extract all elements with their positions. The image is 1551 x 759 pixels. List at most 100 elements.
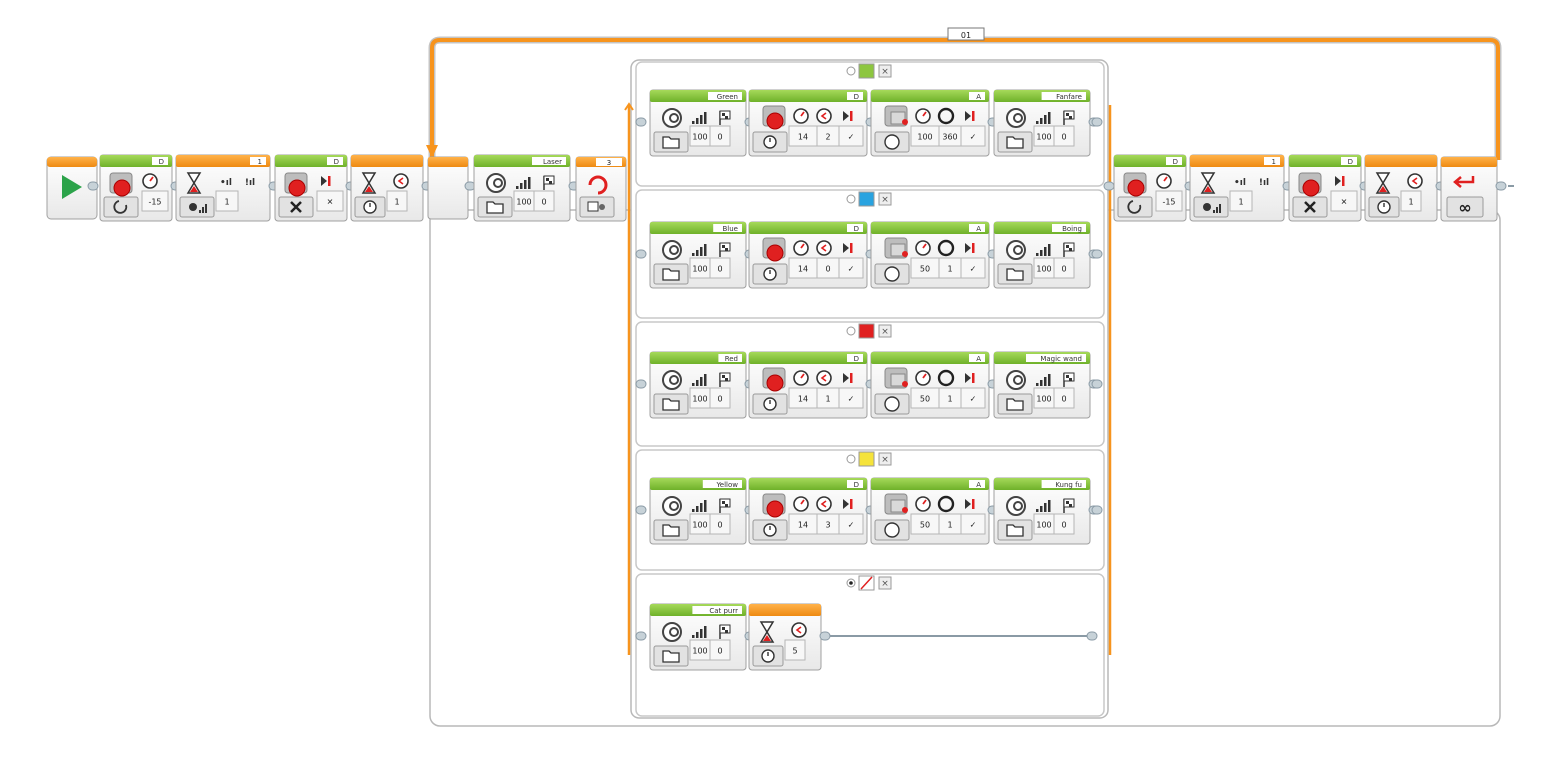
mode-selector-button[interactable] xyxy=(354,196,386,218)
parameter-value[interactable]: 1 xyxy=(215,190,239,212)
parameter-value[interactable]: ✓ xyxy=(960,125,986,147)
parameter-value[interactable]: ✓ xyxy=(838,387,864,409)
remove-case-button[interactable] xyxy=(878,324,892,338)
blue-swatch[interactable] xyxy=(858,191,875,207)
connector-plug[interactable] xyxy=(1091,505,1103,515)
medium-motor-block[interactable]: D-15 xyxy=(1113,154,1187,222)
parameter-value[interactable]: 360 xyxy=(938,125,962,147)
wait-sensor-block[interactable]: 1•ıl!ıl1 xyxy=(175,154,271,222)
mode-selector-button[interactable] xyxy=(179,196,215,218)
connector-plug[interactable] xyxy=(1091,117,1103,127)
mode-selector-button[interactable] xyxy=(752,131,788,153)
parameter-value[interactable]: 100 xyxy=(910,125,940,147)
parameter-value[interactable]: 0 xyxy=(1053,513,1075,535)
wait-block[interactable]: 5 xyxy=(748,603,822,671)
parameter-value[interactable]: 3 xyxy=(816,513,840,535)
connector-plug[interactable] xyxy=(635,379,647,389)
start-block[interactable] xyxy=(46,156,98,220)
connector-plug[interactable] xyxy=(1091,249,1103,259)
mode-selector-button[interactable] xyxy=(874,131,910,153)
medium-motor-block[interactable]: D✕ xyxy=(1288,154,1362,222)
mode-selector-button[interactable] xyxy=(278,196,314,218)
mode-selector-button[interactable] xyxy=(997,263,1033,285)
wait-block[interactable]: 1 xyxy=(1364,154,1438,222)
mode-selector-button[interactable] xyxy=(1117,196,1153,218)
mode-selector-button[interactable] xyxy=(752,393,788,415)
mode-selector-button[interactable] xyxy=(752,645,784,667)
parameter-value[interactable]: 1 xyxy=(386,190,408,212)
parameter-value[interactable]: 1 xyxy=(816,387,840,409)
play-icon[interactable] xyxy=(62,175,82,199)
mode-selector-button[interactable] xyxy=(477,196,513,218)
remove-case-button[interactable] xyxy=(878,192,892,206)
parameter-value[interactable]: 5 xyxy=(784,639,806,661)
mode-selector-button[interactable] xyxy=(997,131,1033,153)
remove-case-button[interactable] xyxy=(878,452,892,466)
wait-block[interactable]: 1 xyxy=(350,154,424,222)
parameter-value[interactable]: 0 xyxy=(709,387,731,409)
default-case-radio[interactable] xyxy=(846,454,856,464)
parameter-value[interactable]: 100 xyxy=(1033,257,1055,279)
parameter-value[interactable]: 50 xyxy=(910,257,940,279)
parameter-value[interactable]: 50 xyxy=(910,387,940,409)
parameter-value[interactable]: 100 xyxy=(689,387,711,409)
connector-plug[interactable] xyxy=(1091,379,1103,389)
mode-selector-button[interactable] xyxy=(103,196,139,218)
mode-selector-button[interactable] xyxy=(579,196,615,218)
parameter-value[interactable]: ✓ xyxy=(960,257,986,279)
mode-selector-button[interactable] xyxy=(653,263,689,285)
case-selector[interactable]: × xyxy=(846,575,892,591)
parameter-value[interactable]: 100 xyxy=(1033,513,1055,535)
connector-plug[interactable] xyxy=(1495,181,1507,191)
case-selector[interactable]: × xyxy=(846,323,892,339)
mode-selector-button[interactable] xyxy=(653,519,689,541)
parameter-value[interactable]: 1 xyxy=(938,387,962,409)
parameter-value[interactable]: 1 xyxy=(1229,190,1253,212)
connector-plug[interactable] xyxy=(635,631,647,641)
parameter-value[interactable]: ✓ xyxy=(960,387,986,409)
connector-plug[interactable] xyxy=(635,505,647,515)
parameter-value[interactable]: -15 xyxy=(141,190,169,212)
mode-selector-button[interactable] xyxy=(1368,196,1400,218)
parameter-value[interactable]: ✕ xyxy=(316,190,344,212)
parameter-value[interactable]: ✓ xyxy=(838,257,864,279)
parameter-value[interactable]: 1 xyxy=(938,513,962,535)
mode-selector-button[interactable] xyxy=(752,519,788,541)
connector-plug[interactable] xyxy=(1103,181,1115,191)
wait-sensor-block[interactable]: 1•ıl!ıl1 xyxy=(1189,154,1285,222)
parameter-value[interactable]: 100 xyxy=(689,513,711,535)
remove-case-button[interactable] xyxy=(878,576,892,590)
parameter-value[interactable]: 1 xyxy=(1400,190,1422,212)
loop-start-block[interactable] xyxy=(427,156,469,220)
mode-selector-button[interactable] xyxy=(997,519,1033,541)
parameter-value[interactable]: ✕ xyxy=(1330,190,1358,212)
case-selector[interactable]: × xyxy=(846,63,892,79)
loop-name-label[interactable]: 01 xyxy=(947,27,985,41)
connector-plug[interactable] xyxy=(1086,631,1098,641)
red-swatch[interactable] xyxy=(858,323,875,339)
parameter-value[interactable]: 0 xyxy=(709,513,731,535)
mode-selector-button[interactable] xyxy=(997,393,1033,415)
parameter-value[interactable]: 14 xyxy=(788,387,818,409)
parameter-value[interactable]: -15 xyxy=(1155,190,1183,212)
connector-plug[interactable] xyxy=(87,181,99,191)
connector-plug[interactable] xyxy=(635,117,647,127)
parameter-value[interactable]: 100 xyxy=(1033,387,1055,409)
parameter-value[interactable]: ✓ xyxy=(838,125,864,147)
yellow-swatch[interactable] xyxy=(858,451,875,467)
mode-selector-button[interactable] xyxy=(653,131,689,153)
